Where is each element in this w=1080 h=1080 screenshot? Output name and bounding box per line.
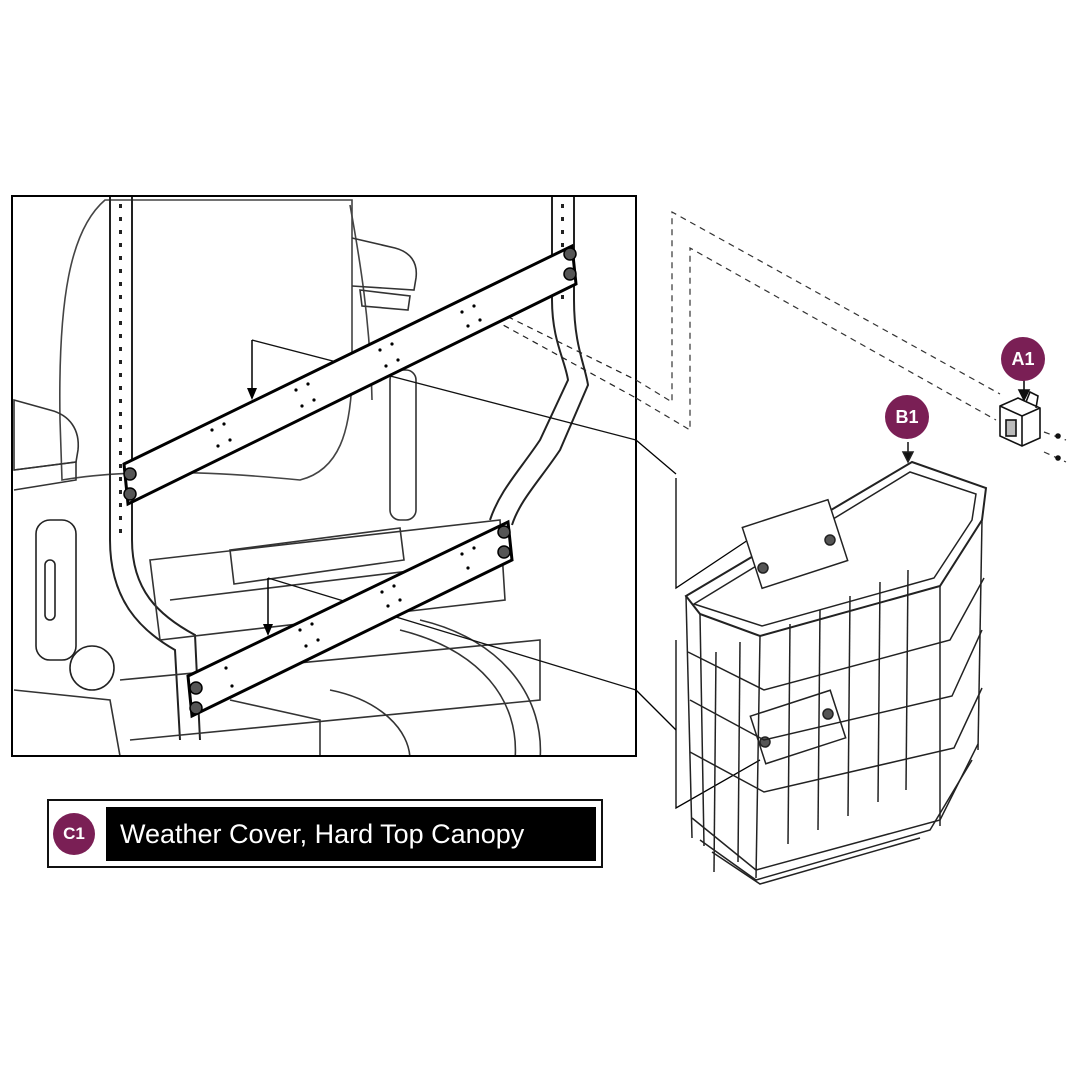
callout-a1: A1 [1001, 337, 1045, 381]
dashed-routing-lines [635, 210, 1067, 463]
b1-wire-basket [684, 442, 988, 885]
callout-c1: C1 [53, 813, 95, 855]
legend-box: C1 Weather Cover, Hard Top Canopy [47, 799, 603, 868]
callout-a1-label: A1 [1011, 348, 1035, 369]
a1-mounting-clip [999, 380, 1061, 461]
legend-text-bar: Weather Cover, Hard Top Canopy [106, 807, 596, 861]
lower-mounting-bracket [186, 519, 514, 719]
callout-b1: B1 [885, 395, 929, 439]
leader-lines [635, 439, 761, 810]
upper-mounting-bracket [122, 243, 578, 507]
callout-c1-label: C1 [63, 824, 85, 843]
callout-b1-label: B1 [895, 406, 919, 427]
inset-frame [11, 195, 637, 757]
legend-text: Weather Cover, Hard Top Canopy [120, 818, 525, 849]
